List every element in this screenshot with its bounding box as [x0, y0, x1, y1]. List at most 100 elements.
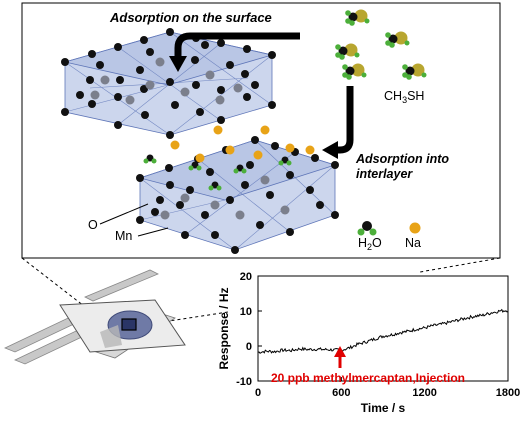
oxygen-atom [268, 51, 276, 59]
sodium-ion [305, 145, 315, 155]
oxygen-atom [251, 136, 259, 144]
ch3sh-molecule [345, 9, 370, 26]
manganese-atom [90, 90, 100, 100]
oxygen-atom [191, 56, 199, 64]
sodium-ion [195, 153, 205, 163]
oxygen-atom [217, 86, 225, 94]
lower-layer-atoms [136, 125, 339, 254]
oxygen-atom [231, 246, 239, 254]
manganese-atom [180, 87, 190, 97]
qcm-sensor-device [4, 269, 186, 365]
x-tick-label: 1800 [496, 387, 520, 399]
oxygen-atom [140, 36, 148, 44]
oxygen-atom [114, 121, 122, 129]
oxygen-atom [243, 45, 251, 53]
oxygen-atom [243, 93, 251, 101]
oxygen-atom [251, 81, 259, 89]
y-tick-label: 0 [246, 341, 252, 353]
oxygen-atom [246, 161, 254, 169]
oxygen-atom [311, 154, 319, 162]
oxygen-atom [217, 116, 225, 124]
oxygen-atom [196, 108, 204, 116]
oxygen-atom [114, 43, 122, 51]
oxygen-atom [171, 101, 179, 109]
sodium-label: Na [405, 236, 421, 250]
manganese-atom [160, 210, 170, 220]
sodium-ion [285, 143, 295, 153]
oxygen-atom [256, 221, 264, 229]
manganese-atom [215, 95, 225, 105]
plot-area [257, 275, 509, 382]
interlayer-label-line2: interlayer [356, 167, 413, 181]
sodium-ion [253, 150, 263, 160]
water-molecule [233, 164, 247, 174]
oxygen-atom [266, 191, 274, 199]
oxygen-atom [268, 101, 276, 109]
manganese-atom [145, 80, 155, 90]
oxygen-atom [192, 81, 200, 89]
water-molecule [143, 154, 157, 164]
zoom-line-sensor [129, 311, 229, 328]
oxygen-atom [241, 181, 249, 189]
manganese-atom [100, 75, 110, 85]
y-tick-label: -10 [236, 376, 252, 388]
interlayer-label-line1: Adsorption into [355, 152, 449, 166]
surface-arrow-head [169, 56, 187, 72]
oxygen-atom [166, 131, 174, 139]
manganese-label: Mn [115, 229, 132, 243]
ch3sh-molecule [342, 63, 367, 80]
sodium-ion [225, 145, 235, 155]
oxygen-atom [141, 111, 149, 119]
manganese-atom [235, 210, 245, 220]
oxygen-atom [136, 216, 144, 224]
oxygen-label: O [88, 218, 98, 232]
oxygen-atom [166, 28, 174, 36]
surface-label: Adsorption on the surface [109, 10, 272, 25]
zoom-line-right [419, 257, 501, 273]
water-molecule [188, 161, 202, 171]
oxygen-atom [151, 208, 159, 216]
oxygen-atom [88, 100, 96, 108]
interlayer-arrow-head [322, 141, 338, 159]
ch3sh-molecule [335, 43, 360, 60]
manganese-atom [260, 175, 270, 185]
manganese-leader-line [137, 227, 169, 237]
oxygen-atom [136, 174, 144, 182]
oxygen-atom [156, 196, 164, 204]
oxygen-atom [201, 41, 209, 49]
manganese-atom [125, 95, 135, 105]
water-legend-glyph [357, 221, 377, 236]
oxygen-atom [217, 39, 225, 47]
ch3sh-molecules [335, 9, 427, 80]
oxygen-atom [166, 78, 174, 86]
oxygen-atom [241, 70, 249, 78]
oxygen-atom [331, 161, 339, 169]
oxygen-atom [116, 76, 124, 84]
oxygen-atom [316, 201, 324, 209]
oxygen-atom [286, 228, 294, 236]
oxygen-atom [165, 164, 173, 172]
manganese-atom [233, 83, 243, 93]
x-tick-label: 0 [255, 387, 261, 399]
oxygen-atom [271, 142, 279, 150]
response-trace [257, 308, 509, 354]
oxygen-atom [76, 91, 84, 99]
y-tick-label: 10 [240, 306, 252, 318]
manganese-atom [205, 70, 215, 80]
x-tick-label: 600 [332, 387, 350, 399]
oxygen-atom [96, 61, 104, 69]
oxygen-atom [181, 231, 189, 239]
oxygen-atom [166, 181, 174, 189]
sodium-ion [213, 125, 223, 135]
sodium-ion [170, 140, 180, 150]
manganese-atom [180, 193, 190, 203]
oxygen-atom [176, 201, 184, 209]
oxygen-atom [61, 108, 69, 116]
oxygen-atom [306, 186, 314, 194]
oxygen-atom [146, 48, 154, 56]
oxygen-atom [331, 211, 339, 219]
sodium-ion [260, 125, 270, 135]
oxygen-atom [86, 76, 94, 84]
